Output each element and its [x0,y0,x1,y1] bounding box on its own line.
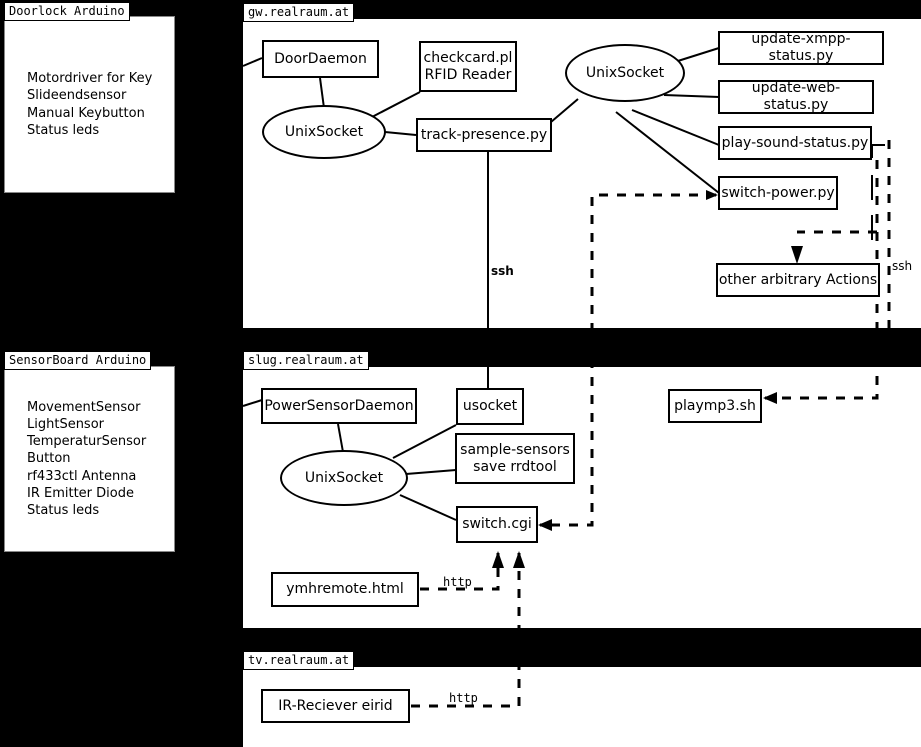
edge-label-http-ir: http [449,691,478,705]
node-switch-power[interactable]: switch-power.py [718,176,838,210]
list-item: Status leds [27,503,100,519]
edge-label-ssh-right: ssh [892,259,913,273]
node-unixsocket-slug[interactable]: UnixSocket [280,450,408,506]
panel-title-doorlock: Doorlock Arduino [4,2,130,21]
sensorboard-feature-list: MovementSensor LightSensor TemperaturSen… [4,366,175,552]
edge-label-http-ymh: http [443,575,472,589]
node-checkcard-line1: checkcard.pl [423,49,513,66]
node-unixsocket-gw-left[interactable]: UnixSocket [262,105,386,159]
node-switch-cgi[interactable]: switch.cgi [456,506,538,543]
list-item: TemperaturSensor [27,434,147,450]
node-usocket[interactable]: usocket [456,388,524,425]
list-item: Manual Keybutton [27,105,145,121]
node-checkcard-line2: RFID Reader [424,66,512,83]
node-sample-sensors[interactable]: sample-sensors save rrdtool [455,433,575,484]
node-ymhremote[interactable]: ymhremote.html [271,572,419,607]
list-item: MovementSensor [27,399,141,415]
list-item: Slideendsensor [27,88,127,104]
node-power-sensor-daemon[interactable]: PowerSensorDaemon [261,388,417,424]
list-item: IR Emitter Diode [27,485,134,501]
node-checkcard-rfid[interactable]: checkcard.pl RFID Reader [419,41,517,92]
doorlock-feature-list: Motordriver for Key Slideendsensor Manua… [4,16,175,193]
panel-title-slug: slug.realraum.at [243,351,369,370]
node-door-daemon[interactable]: DoorDaemon [262,40,379,78]
node-ir-reciever[interactable]: IR-Reciever eirid [261,689,410,723]
node-update-xmpp-status[interactable]: update-xmpp-status.py [718,31,884,65]
node-sample-sensors-line2: save rrdtool [473,458,557,475]
panel-title-tv: tv.realraum.at [243,651,355,670]
list-item: LightSensor [27,416,105,432]
list-item: rf433ctl Antenna [27,468,137,484]
list-item: Button [27,451,71,467]
node-update-web-status[interactable]: update-web-status.py [718,80,874,114]
node-track-presence[interactable]: track-presence.py [416,118,552,152]
list-item: Motordriver for Key [27,70,153,86]
node-playmp3[interactable]: playmp3.sh [668,389,762,423]
panel-title-sensorboard: SensorBoard Arduino [4,351,152,370]
node-sample-sensors-line1: sample-sensors [460,441,570,458]
node-play-sound-status[interactable]: play-sound-status.py [718,126,872,160]
node-other-arbitrary-actions[interactable]: other arbitrary Actions [716,263,880,297]
edge-label-ssh-left: ssh [491,264,514,278]
panel-title-gw: gw.realraum.at [243,3,355,22]
node-unixsocket-gw-right[interactable]: UnixSocket [565,44,685,102]
list-item: Status leds [27,122,100,138]
